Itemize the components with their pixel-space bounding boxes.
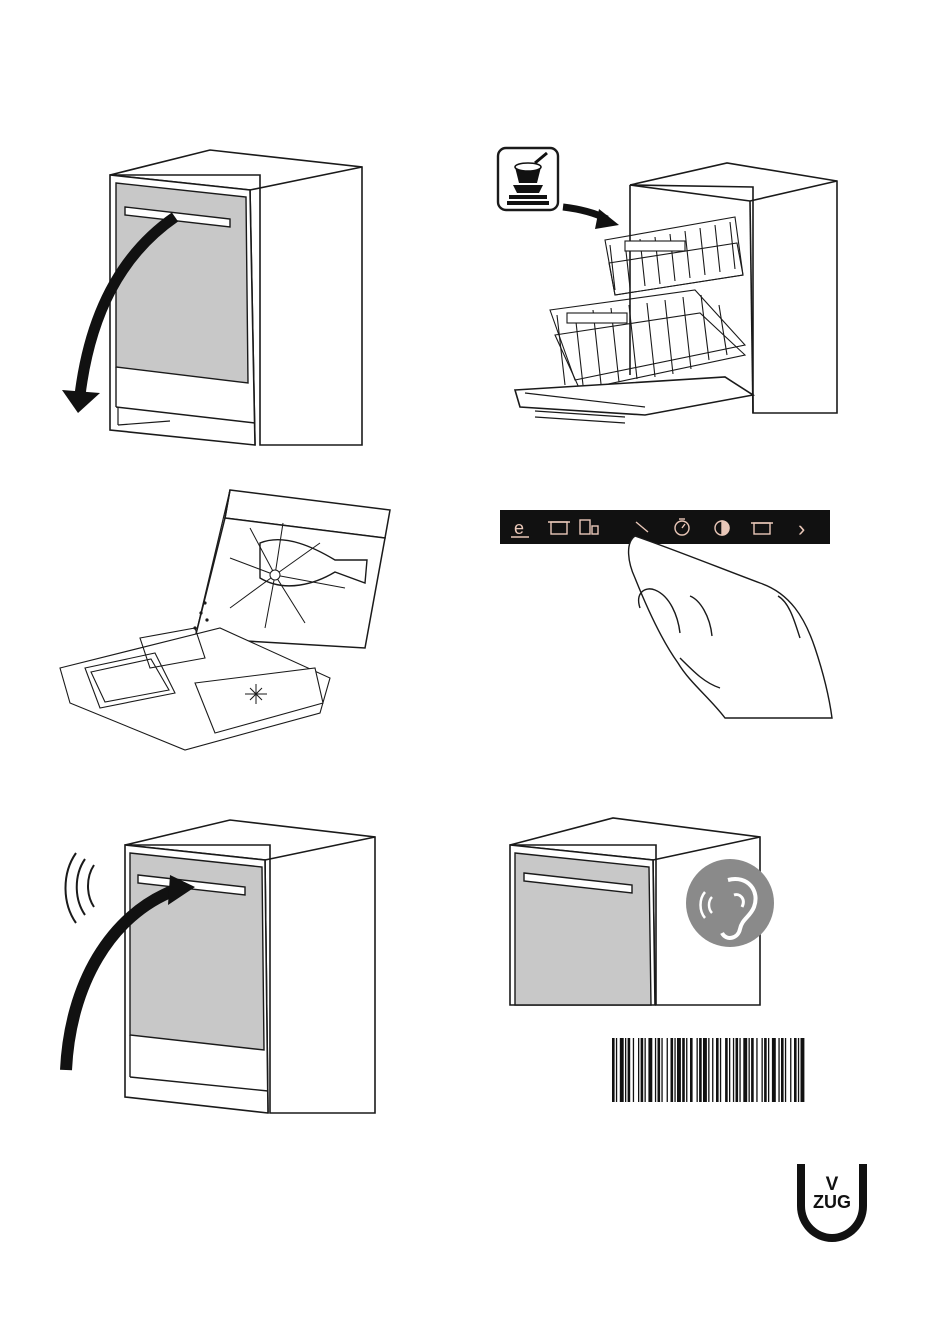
dishes-stack-icon (498, 148, 558, 210)
barcode-bar (756, 1038, 757, 1102)
step-add-detergent (55, 488, 395, 758)
detergent-dispenser-illustration (55, 488, 395, 758)
barcode-bar (712, 1038, 713, 1102)
barcode-bar (772, 1038, 776, 1102)
barcode-bar (764, 1038, 767, 1102)
barcode-bar (697, 1038, 698, 1102)
barcode-bar (762, 1038, 763, 1102)
vzug-shield-logo: V ZUG (795, 1162, 869, 1244)
barcode-bar (768, 1038, 769, 1102)
barcode-bar (648, 1038, 652, 1102)
pointing-hand (629, 536, 832, 718)
barcode-bar (699, 1038, 702, 1102)
barcode-bar (733, 1038, 734, 1102)
barcode-bar (677, 1038, 681, 1102)
lower-rack (550, 290, 745, 390)
barcode-bar (743, 1038, 747, 1102)
barcode-bar (616, 1038, 617, 1102)
barcode-bar (785, 1038, 786, 1102)
barcode-bar (645, 1038, 646, 1102)
barcode-bar (708, 1038, 709, 1102)
dishwasher-loading-illustration (495, 145, 845, 435)
ear-sound-icon (686, 859, 774, 947)
control-panel-illustration: e › (500, 508, 833, 723)
step-select-program: e › (500, 508, 833, 723)
barcode-bar (781, 1038, 784, 1102)
barcode-bar (686, 1038, 687, 1102)
step-load-dishes (495, 145, 845, 435)
barcode-bar (633, 1038, 634, 1102)
barcode (612, 1038, 804, 1102)
barcode-bar (716, 1038, 719, 1102)
upper-rack (605, 217, 743, 295)
barcode-bar (798, 1038, 799, 1102)
barcode-bar (638, 1038, 639, 1102)
barcode-bar (661, 1038, 662, 1102)
barcode-bar (790, 1038, 791, 1102)
barcode-bar (778, 1038, 779, 1102)
barcode-bar (612, 1038, 615, 1102)
barcode-bar (655, 1038, 656, 1102)
detergent-dispenser (60, 628, 330, 750)
barcode-bar (628, 1038, 631, 1102)
chevron-right-icon[interactable]: › (798, 516, 805, 541)
barcode-bar (658, 1038, 661, 1102)
barcode-bar (801, 1038, 805, 1102)
barcode-bar (682, 1038, 685, 1102)
barcode-bar (751, 1038, 754, 1102)
barcode-bar (703, 1038, 707, 1102)
barcode-bar (739, 1038, 740, 1102)
barcode-bar (720, 1038, 721, 1102)
barcode-bar (729, 1038, 730, 1102)
barcode-bar (725, 1038, 728, 1102)
barcode-bar (794, 1038, 797, 1102)
dishwasher-listen-illustration (508, 815, 778, 1010)
barcode-bar (620, 1038, 624, 1102)
logo-line2: ZUG (813, 1192, 851, 1212)
barcode-bar (641, 1038, 644, 1102)
step-open-door (50, 145, 380, 455)
eco-icon[interactable]: e (514, 518, 524, 538)
barcode-bar (625, 1038, 626, 1102)
barcode-bar (674, 1038, 675, 1102)
control-strip (500, 510, 830, 544)
dishwasher-open-door-illustration (50, 145, 380, 455)
step-listen (508, 815, 778, 1010)
barcode-bar (736, 1038, 739, 1102)
barcode-bar (671, 1038, 674, 1102)
dishwasher-close-door-illustration (50, 815, 380, 1115)
sound-waves-left (66, 853, 95, 923)
barcode-graphic (612, 1038, 804, 1102)
barcode-bar (690, 1038, 693, 1102)
detergent-box (195, 490, 390, 648)
vzug-logo: V ZUG (795, 1162, 869, 1244)
barcode-bar (667, 1038, 668, 1102)
step-close-door (50, 815, 380, 1115)
barcode-bar (749, 1038, 750, 1102)
